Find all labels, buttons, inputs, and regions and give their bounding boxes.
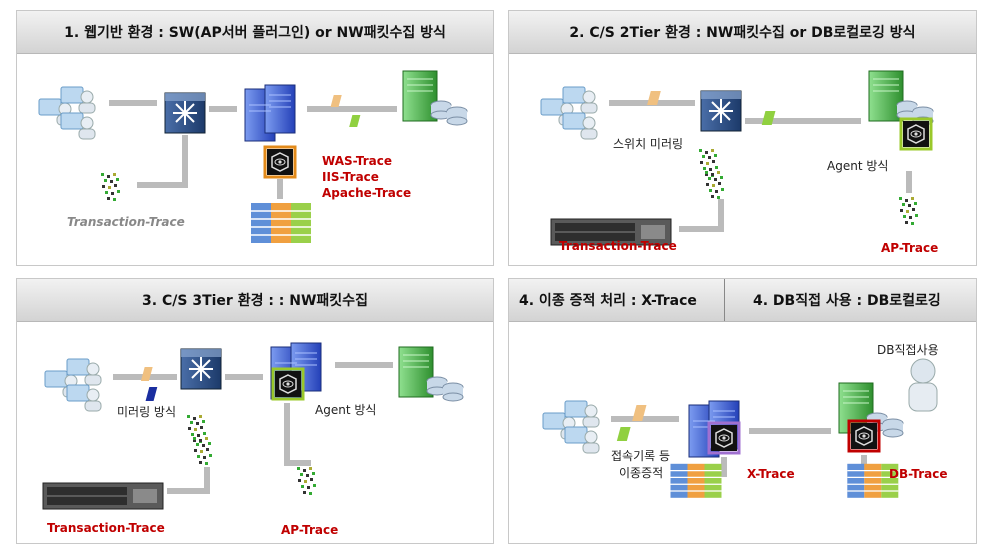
xtrace-storage-icon <box>669 463 723 499</box>
agent-method-label: Agent 방식 <box>827 159 889 173</box>
transaction-trace-label: Transaction-Trace <box>47 521 165 535</box>
panel-cs2tier: 2. C/S 2Tier 환경 : NW패킷수집 or DB로컬로깅 방식 스위… <box>508 10 977 266</box>
db-direct-title: 4. DB직접 사용 : DB로컬로깅 <box>753 293 941 309</box>
packet-icon <box>140 367 153 381</box>
client-pcs-icon <box>541 87 597 139</box>
ap-trace-label: AP-Trace <box>281 523 339 537</box>
x-trace-label: X-Trace <box>747 467 795 481</box>
db-agent-icon <box>850 422 878 450</box>
was-server-icon <box>244 84 296 142</box>
switch-icon <box>700 90 742 132</box>
db-server-icon <box>402 70 468 126</box>
ap-dots-icon <box>297 467 316 495</box>
panel-cs3tier: 3. C/S 3Tier 환경 : : NW패킷수집 미러링 방식 Agent … <box>16 278 494 544</box>
switch-icon <box>164 92 206 134</box>
panel-title: 2. C/S 2Tier 환경 : NW패킷수집 or DB로컬로깅 방식 <box>509 11 976 54</box>
mirror-dots-icon <box>699 149 718 177</box>
packet-icon <box>330 95 342 107</box>
packet-dots-icon <box>101 173 120 201</box>
packet-icon <box>632 405 647 421</box>
ap-dots-icon <box>899 197 918 225</box>
dba-user-icon <box>910 358 936 384</box>
iis-trace-label: IIS-Trace <box>322 170 379 184</box>
panel-title: 1. 웹기반 환경 : SW(AP서버 플러그인) or NW패킷수집 방식 <box>17 11 493 54</box>
transaction-trace-label: Transaction-Trace <box>559 239 677 253</box>
xtrace-agent-icon <box>710 424 738 452</box>
access-log-label: 접속기록 등 <box>611 449 671 463</box>
xtrace-title: 4. 이종 증적 처리 : X-Trace <box>519 293 697 309</box>
agent-icon <box>902 120 930 148</box>
panel-web: 1. 웹기반 환경 : SW(AP서버 플러그인) or NW패킷수집 방식 W… <box>16 10 494 266</box>
db-trace-label: DB-Trace <box>889 467 948 481</box>
web-diagram <box>17 70 468 244</box>
transaction-trace-label: Transaction-Trace <box>67 215 185 229</box>
switch-icon <box>180 348 222 390</box>
trace-agent-icon <box>266 148 294 176</box>
heterogeneous-evidence-label: 이종증적 <box>619 466 664 480</box>
cs2tier-diagram <box>509 70 934 246</box>
agent-icon <box>274 370 302 398</box>
client-pcs-icon <box>39 87 95 139</box>
was-trace-label: WAS-Trace <box>322 154 392 168</box>
storage-icon <box>250 202 312 244</box>
client-pcs-icon <box>45 359 101 411</box>
db-server-icon <box>398 346 464 402</box>
collector-rack-icon <box>42 482 164 510</box>
db-server-icon <box>868 70 934 126</box>
panel-title-bar: 4. 이종 증적 처리 : X-Trace 4. DB직접 사용 : DB로컬로… <box>509 279 976 322</box>
packet-icon <box>647 91 661 105</box>
agent-method-label: Agent 방식 <box>315 403 377 417</box>
db-direct-use-label: DB직접사용 <box>877 343 939 357</box>
client-pcs-icon <box>543 401 599 453</box>
mirror-dots-icon <box>187 415 206 443</box>
ap-trace-label: AP-Trace <box>881 241 939 255</box>
switch-mirroring-label: 스위치 미러링 <box>613 137 684 151</box>
xtrace-diagram <box>509 358 938 499</box>
mirroring-method-label: 미러링 방식 <box>117 405 177 419</box>
panel-xtrace-db: 4. 이종 증적 처리 : X-Trace 4. DB직접 사용 : DB로컬로… <box>508 278 977 544</box>
cs3tier-diagram <box>42 342 464 510</box>
apache-trace-label: Apache-Trace <box>322 186 412 200</box>
panel-title: 3. C/S 3Tier 환경 : : NW패킷수집 <box>17 279 493 322</box>
